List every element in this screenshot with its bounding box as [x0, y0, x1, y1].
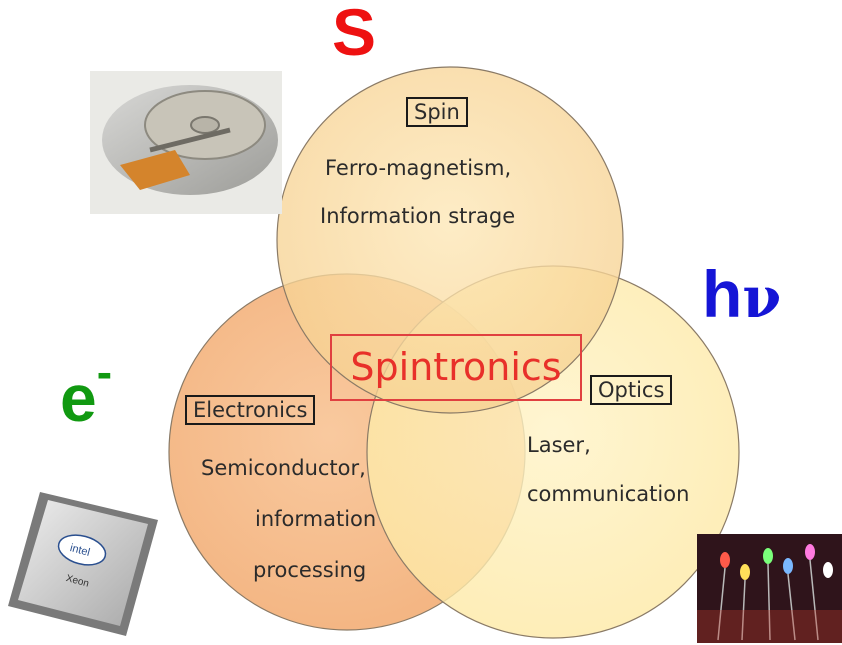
optics-line-1: Laser,	[527, 433, 591, 457]
spintronics-label: Spintronics	[330, 334, 582, 401]
spin-line-1: Ferro-magnetism,	[325, 156, 512, 180]
electronics-line-3: processing	[253, 558, 367, 582]
photon-symbol: hν	[702, 256, 781, 332]
electron-symbol: e-	[60, 346, 112, 436]
electronics-line-1: Semiconductor,	[201, 456, 366, 480]
spin-line-2: Information strage	[320, 204, 516, 228]
spin-title: Spin	[406, 97, 468, 127]
photon-nu: ν	[742, 265, 782, 331]
hard-disk-image	[90, 71, 282, 214]
electronics-line-2: information	[255, 507, 377, 531]
spin-symbol: S	[332, 0, 377, 69]
optics-title: Optics	[590, 375, 673, 405]
photon-h: h	[702, 257, 743, 331]
electron-e: e	[60, 361, 97, 435]
led-image	[697, 534, 842, 643]
electronics-title: Electronics	[185, 395, 316, 425]
optics-line-2: communication	[527, 482, 690, 506]
spin-circle	[276, 66, 624, 414]
svg-text:intel: intel	[69, 542, 92, 559]
processor-image: intel Xeon	[8, 490, 158, 636]
electron-minus: -	[96, 346, 113, 398]
